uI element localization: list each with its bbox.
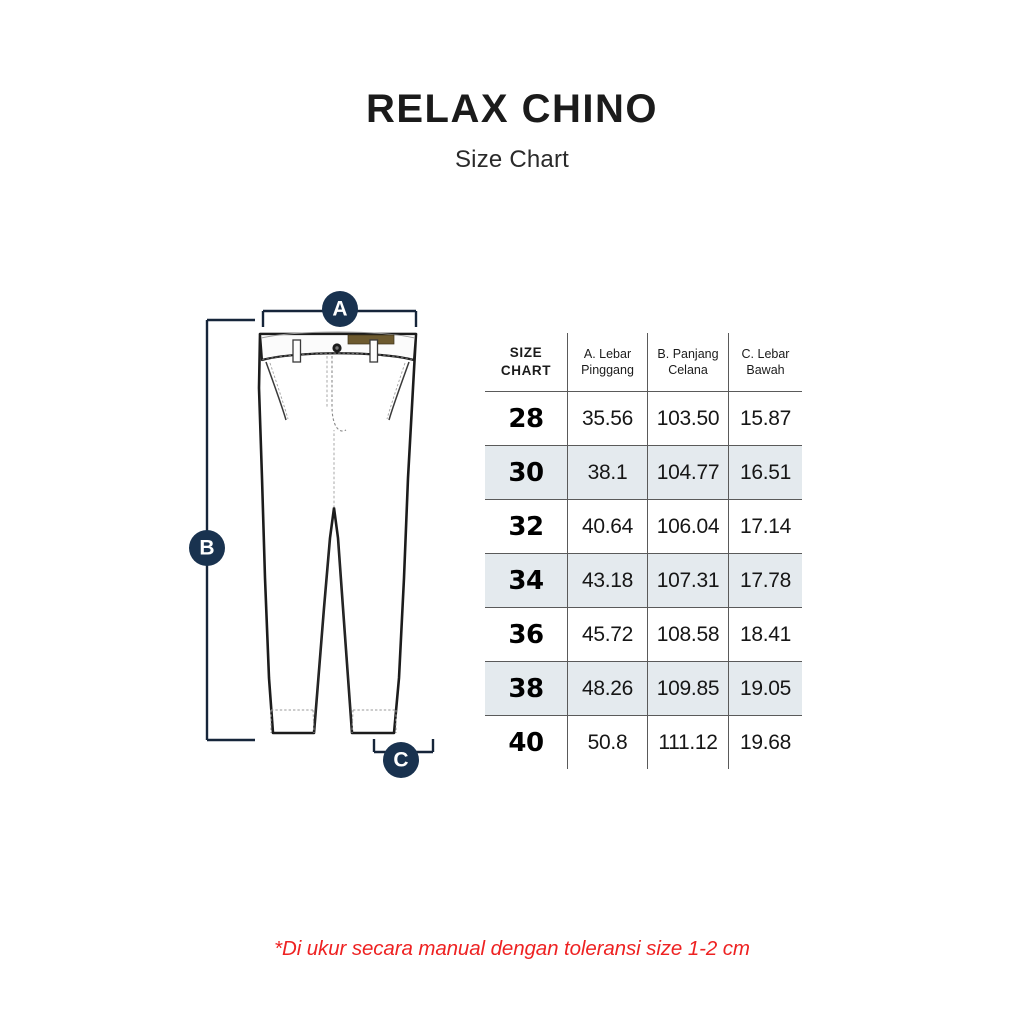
marker-a-badge: A xyxy=(322,291,358,327)
cell-size: 34 xyxy=(485,553,568,608)
cell-waist: 43.18 xyxy=(567,553,648,608)
cell-hem: 17.78 xyxy=(728,553,802,608)
column-header-length-line2: Celana xyxy=(668,363,708,377)
column-header-size: SIZE CHART xyxy=(485,333,568,392)
chino-pants-illustration xyxy=(257,331,418,735)
page-title: RELAX CHINO xyxy=(365,87,659,131)
cell-hem: 16.51 xyxy=(728,445,802,500)
table-body: 28 35.56 103.50 15.87 30 38.1 104.77 16.… xyxy=(485,391,802,769)
cell-waist: 45.72 xyxy=(567,607,648,662)
column-header-hem: C. Lebar Bawah xyxy=(728,333,802,392)
column-header-length-line1: B. Panjang xyxy=(657,346,719,361)
size-chart-table-container: SIZE CHART A. Lebar Pinggang B. Panjang … xyxy=(484,332,803,770)
column-header-waist: A. Lebar Pinggang xyxy=(567,333,648,392)
table-row: 36 45.72 108.58 18.41 xyxy=(485,607,802,662)
column-header-size-line1: SIZE xyxy=(509,345,543,361)
pants-diagram: A B C xyxy=(180,278,470,788)
page-subtitle: Size Chart xyxy=(454,146,570,173)
table-row: 32 40.64 106.04 17.14 xyxy=(485,499,802,554)
cell-size: 38 xyxy=(485,661,568,716)
column-header-hem-line1: C. Lebar xyxy=(741,346,790,361)
marker-a-label: A xyxy=(332,298,347,321)
cell-hem: 17.14 xyxy=(728,499,802,554)
cell-waist: 50.8 xyxy=(567,715,648,769)
cell-length: 109.85 xyxy=(647,661,729,716)
tolerance-footnote: *Di ukur secara manual dengan toleransi … xyxy=(274,937,750,960)
table-row: 34 43.18 107.31 17.78 xyxy=(485,553,802,608)
marker-b-badge: B xyxy=(189,530,225,566)
column-header-length: B. Panjang Celana xyxy=(647,333,729,392)
cell-length: 103.50 xyxy=(647,391,729,446)
cell-size: 36 xyxy=(485,607,568,662)
cell-size: 28 xyxy=(485,391,568,446)
cell-waist: 48.26 xyxy=(567,661,648,716)
table-row: 28 35.56 103.50 15.87 xyxy=(485,391,802,446)
measure-bracket-b xyxy=(205,318,255,742)
size-chart-table: SIZE CHART A. Lebar Pinggang B. Panjang … xyxy=(484,332,803,770)
column-header-waist-line2: Pinggang xyxy=(581,363,634,377)
marker-c-label: C xyxy=(393,749,408,772)
cell-waist: 35.56 xyxy=(567,391,648,446)
cell-hem: 19.68 xyxy=(728,715,802,769)
table-row: 30 38.1 104.77 16.51 xyxy=(485,445,802,500)
table-header: SIZE CHART A. Lebar Pinggang B. Panjang … xyxy=(485,333,802,392)
column-header-hem-line2: Bawah xyxy=(746,363,785,377)
cell-size: 30 xyxy=(485,445,568,500)
cell-length: 104.77 xyxy=(647,445,729,500)
page-header: RELAX CHINO Size Chart xyxy=(0,88,1024,174)
cell-size: 32 xyxy=(485,499,568,554)
table-row: 38 48.26 109.85 19.05 xyxy=(485,661,802,716)
cell-length: 106.04 xyxy=(647,499,729,554)
cell-length: 111.12 xyxy=(647,715,729,769)
column-header-size-line2: CHART xyxy=(500,363,552,378)
marker-b-label: B xyxy=(199,537,214,560)
table-row: 40 50.8 111.12 19.68 xyxy=(485,715,802,769)
marker-c-badge: C xyxy=(383,742,419,778)
cell-hem: 19.05 xyxy=(728,661,802,716)
table-header-row: SIZE CHART A. Lebar Pinggang B. Panjang … xyxy=(485,333,802,392)
cell-hem: 15.87 xyxy=(728,391,802,446)
cell-length: 108.58 xyxy=(647,607,729,662)
cell-waist: 38.1 xyxy=(567,445,648,500)
cell-length: 107.31 xyxy=(647,553,729,608)
cell-hem: 18.41 xyxy=(728,607,802,662)
cell-size: 40 xyxy=(485,715,568,769)
cell-waist: 40.64 xyxy=(567,499,648,554)
column-header-waist-line1: A. Lebar xyxy=(583,346,632,361)
